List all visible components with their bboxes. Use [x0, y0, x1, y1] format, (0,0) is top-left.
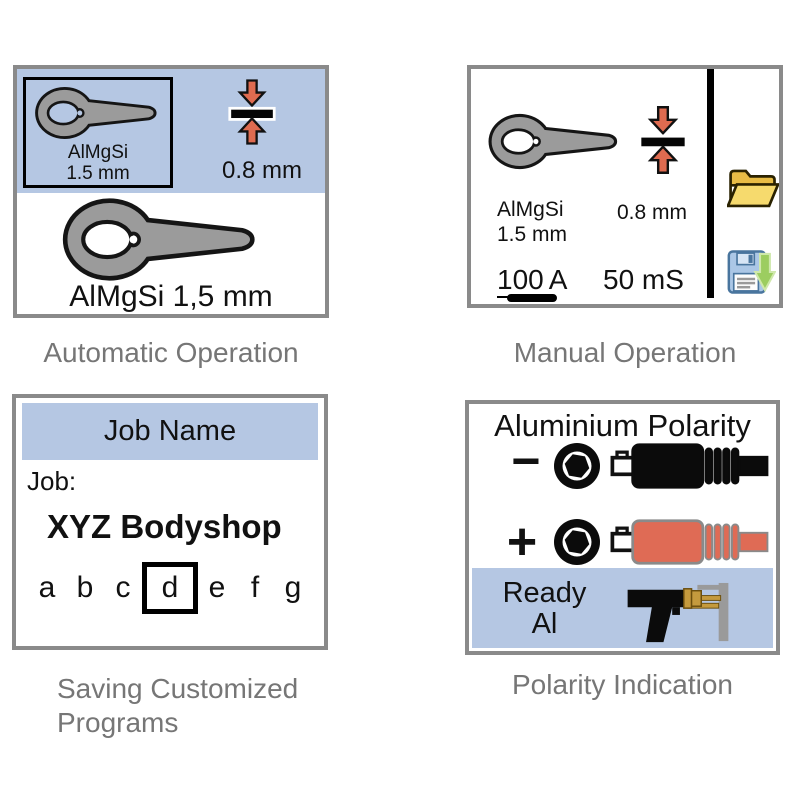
pull-ring-icon: [34, 86, 158, 140]
weld-time[interactable]: 50 mS: [603, 264, 684, 295]
sheet-thickness-icon: [637, 105, 689, 175]
letter-e[interactable]: e: [208, 571, 226, 604]
letter-f[interactable]: f: [250, 571, 260, 604]
job-name-header: Job Name: [22, 403, 318, 460]
ready-text: Ready Al: [502, 577, 587, 640]
socket-icon-negative: [552, 441, 602, 491]
manual-caption: Manual Operation: [513, 337, 737, 368]
program-material-label: AlMgSi 1.5 mm: [66, 142, 130, 184]
letter-a[interactable]: a: [38, 571, 56, 604]
pull-ring-icon-large: [61, 197, 257, 282]
letter-b[interactable]: b: [76, 571, 94, 604]
polarity-caption: Polarity Indication: [511, 669, 733, 700]
cable-plug-black: [605, 442, 773, 490]
current-value: 100: [497, 264, 549, 298]
sheet-thickness-value: 0.8 mm: [617, 201, 688, 224]
material-label: AlMgSi 1.5 mm: [497, 198, 568, 246]
automatic-caption: Automatic Operation: [43, 337, 299, 368]
positive-sign: +: [506, 513, 538, 571]
divider: [707, 69, 714, 298]
sheet-thickness-value: 0.8 mm: [221, 157, 302, 184]
ready-status-bar: Ready Al: [472, 568, 773, 648]
current-unit: A: [548, 264, 568, 295]
polarity-screen: Aluminium Polarity − + Ready Al: [465, 400, 780, 655]
letter-selector: a b c d e f g: [28, 560, 312, 616]
letter-g[interactable]: g: [284, 571, 302, 604]
open-folder-icon[interactable]: [727, 164, 779, 212]
job-field-label: Job:: [27, 466, 77, 496]
letter-d-cell: d: [142, 562, 198, 614]
pull-ring-icon: [487, 113, 619, 170]
current-selection-bar: [507, 294, 557, 302]
job-caption: Saving Customized Programs: [57, 673, 299, 738]
save-icon[interactable]: [726, 249, 776, 295]
sheet-thickness-icon: [227, 78, 277, 146]
cable-plug-red: [605, 518, 773, 566]
job-name-value[interactable]: XYZ Bodyshop: [47, 508, 282, 545]
selected-letter-box[interactable]: d: [142, 562, 198, 614]
electrode-label: AlMgSi 1,5 mm: [69, 280, 273, 313]
letter-c[interactable]: c: [115, 571, 131, 604]
socket-icon-positive: [552, 517, 602, 567]
automatic-operation-screen: AlMgSi 1.5 mm 0.8 mm AlMgSi 1,5 mm: [13, 65, 329, 318]
welding-gun-icon: [627, 582, 729, 643]
polarity-title: Aluminium Polarity: [494, 408, 751, 443]
selected-program-box[interactable]: AlMgSi 1.5 mm: [23, 77, 173, 188]
negative-sign: −: [511, 433, 541, 489]
job-save-screen: Job Name Job: XYZ Bodyshop a b c d e f g: [12, 394, 328, 650]
